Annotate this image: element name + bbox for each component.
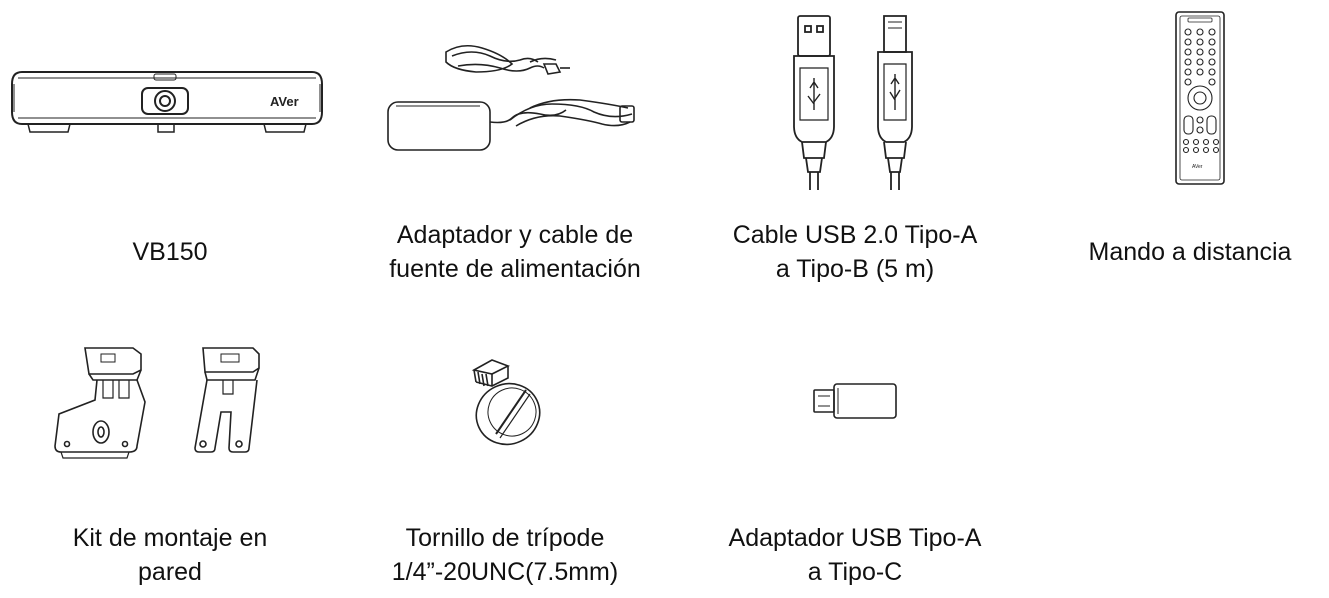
item-caption: VB150 bbox=[60, 235, 280, 269]
item-caption: Adaptador y cable de fuente de alimentac… bbox=[355, 218, 675, 286]
usb-cable-icon bbox=[780, 8, 930, 193]
caption-line: pared bbox=[138, 558, 202, 586]
caption-line: Mando a distancia bbox=[1088, 238, 1292, 266]
svg-text:AVer: AVer bbox=[1192, 164, 1203, 170]
caption-line: fuente de alimentación bbox=[389, 255, 641, 283]
item-caption: Kit de montaje en pared bbox=[30, 521, 310, 589]
svg-text:AVer: AVer bbox=[270, 94, 299, 109]
wall-mount-bracket-icon bbox=[45, 340, 285, 465]
item-caption: Mando a distancia bbox=[1055, 235, 1325, 269]
caption-line: 1/4”-20UNC(7.5mm) bbox=[391, 558, 619, 586]
remote-control-icon: AVer bbox=[1172, 8, 1228, 188]
caption-line: Kit de montaje en bbox=[72, 524, 268, 552]
item-caption: Adaptador USB Tipo-A a Tipo-C bbox=[695, 521, 1015, 589]
caption-line: Adaptador y cable de bbox=[396, 221, 634, 249]
usb-c-adapter-icon bbox=[810, 380, 902, 422]
item-caption: Cable USB 2.0 Tipo-A a Tipo-B (5 m) bbox=[695, 218, 1015, 286]
caption-line: VB150 bbox=[132, 238, 208, 266]
caption-line: a Tipo-B (5 m) bbox=[775, 255, 935, 283]
camera-bar-icon: AVer bbox=[8, 62, 326, 138]
power-adapter-icon bbox=[380, 38, 640, 158]
caption-line: Cable USB 2.0 Tipo-A bbox=[732, 221, 978, 249]
caption-line: Adaptador USB Tipo-A bbox=[728, 524, 982, 552]
caption-line: Tornillo de trípode bbox=[405, 524, 605, 552]
tripod-screw-icon bbox=[462, 352, 548, 452]
item-caption: Tornillo de trípode 1/4”-20UNC(7.5mm) bbox=[345, 521, 665, 589]
caption-line: a Tipo-C bbox=[807, 558, 903, 586]
